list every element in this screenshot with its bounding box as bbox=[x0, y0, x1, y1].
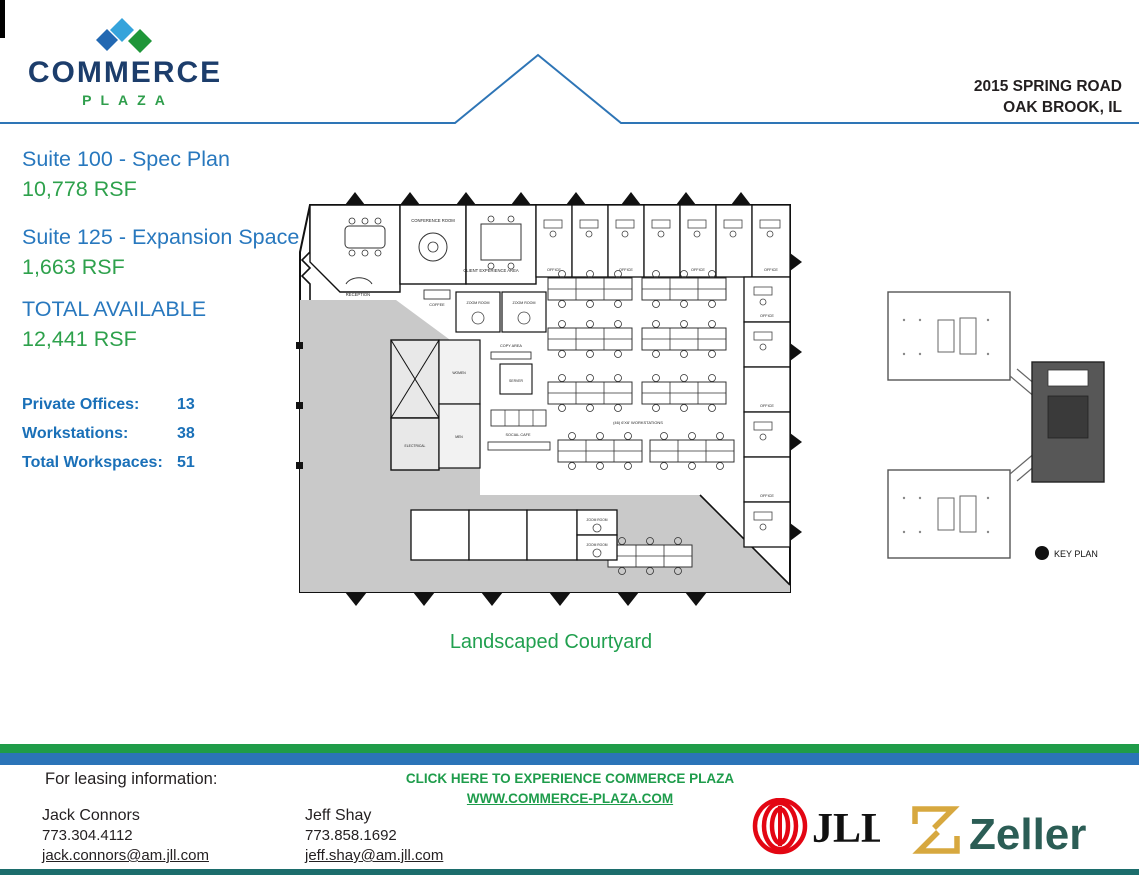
stat-value: 13 bbox=[177, 396, 195, 413]
room-label-women: WOMEN bbox=[452, 371, 466, 375]
total-available-title: TOTAL AVAILABLE bbox=[22, 297, 207, 321]
contact-name: Jack Connors bbox=[42, 807, 140, 824]
stat-private-offices: Private Offices: 13 bbox=[22, 396, 252, 414]
stat-value: 38 bbox=[177, 425, 195, 442]
cta-link[interactable]: CLICK HERE TO EXPERIENCE COMMERCE PLAZA bbox=[405, 771, 735, 786]
total-available-rsf: 12,441 RSF bbox=[22, 327, 137, 351]
contact-phone: 773.858.1692 bbox=[305, 827, 397, 844]
footer-blue-bar bbox=[0, 753, 1139, 765]
room-label-office: OFFICE bbox=[619, 268, 633, 272]
logo-subtitle: PLAZA bbox=[82, 92, 174, 108]
key-plan: KEY PLAN bbox=[887, 291, 1105, 560]
room-label-reception: RECEPTION bbox=[346, 292, 370, 297]
stat-workstations: Workstations: 38 bbox=[22, 425, 252, 443]
room-label-office: OFFICE bbox=[760, 494, 774, 498]
suite100-rsf: 10,778 RSF bbox=[22, 177, 137, 201]
zeller-logo: Zeller bbox=[912, 806, 1086, 859]
contact-email-link[interactable]: jack.connors@am.jll.com bbox=[42, 847, 209, 864]
contact-jack-connors: Jack Connors 773.304.4112 jack.connors@a… bbox=[42, 806, 209, 866]
website-link[interactable]: WWW.COMMERCE-PLAZA.COM bbox=[466, 791, 674, 806]
room-label-zoom: ZOOM ROOM bbox=[586, 543, 607, 547]
experience-cta: CLICK HERE TO EXPERIENCE COMMERCE PLAZA … bbox=[360, 769, 780, 809]
room-label-social-cafe: SOCIAL CAFE bbox=[506, 433, 531, 437]
floor-plan: CONFERENCE ROOM OFFICE OFFI bbox=[296, 192, 802, 606]
room-label-men: MEN bbox=[455, 435, 463, 439]
room-label-copy-area: COPY AREA bbox=[500, 344, 522, 348]
column-markers bbox=[296, 192, 802, 606]
room-label-zoom: ZOOM ROOM bbox=[586, 518, 607, 522]
contact-phone: 773.304.4112 bbox=[42, 827, 133, 844]
contact-name: Jeff Shay bbox=[305, 807, 372, 824]
zeller-z-icon bbox=[912, 806, 960, 854]
suite125-rsf: 1,663 RSF bbox=[22, 255, 125, 279]
room-label-office: OFFICE bbox=[691, 268, 705, 272]
room-label-office: OFFICE bbox=[760, 314, 774, 318]
contact-email-link[interactable]: jeff.shay@am.jll.com bbox=[305, 847, 444, 864]
stat-total-workspaces: Total Workspaces: 51 bbox=[22, 454, 252, 472]
room-label-office: OFFICE bbox=[547, 268, 561, 272]
room-label-office: OFFICE bbox=[760, 404, 774, 408]
suite125-title: Suite 125 - Expansion Space bbox=[22, 225, 300, 249]
contact-jeff-shay: Jeff Shay 773.858.1692 jeff.shay@am.jll.… bbox=[305, 806, 443, 866]
workstations-count-label: (46) 6'X6' WORKSTATIONS bbox=[613, 420, 663, 425]
room-label-server: SERVER bbox=[509, 379, 523, 383]
bottom-teal-bar bbox=[0, 869, 1139, 875]
courtyard-caption: Landscaped Courtyard bbox=[449, 631, 653, 653]
key-plan-label: KEY PLAN bbox=[1054, 549, 1098, 559]
leasing-heading: For leasing information: bbox=[45, 770, 218, 788]
commerce-plaza-diamonds-icon bbox=[96, 18, 152, 53]
room-label-electrical: ELECTRICAL bbox=[405, 444, 426, 448]
room-label-zoom: ZOOM ROOM bbox=[467, 301, 490, 305]
stat-label: Workstations: bbox=[22, 425, 129, 442]
stat-label: Total Workspaces: bbox=[22, 454, 163, 471]
footer-green-bar bbox=[0, 744, 1139, 753]
room-label-client-experience: CLIENT EXPERIENCE AREA bbox=[463, 268, 519, 273]
jll-logo: JLL bbox=[752, 798, 880, 855]
room-label-zoom: ZOOM ROOM bbox=[513, 301, 536, 305]
property-address: 2015 SPRING ROAD OAK BROOK, IL bbox=[974, 76, 1122, 118]
scan-artifact bbox=[0, 0, 5, 38]
zeller-wordmark: Zeller bbox=[969, 810, 1086, 859]
room-label-conference: CONFERENCE ROOM bbox=[411, 218, 455, 223]
stat-value: 51 bbox=[177, 454, 195, 471]
suite100-title: Suite 100 - Spec Plan bbox=[22, 147, 230, 171]
key-plan-dot bbox=[1035, 546, 1049, 560]
logo-wordmark: COMMERCE bbox=[27, 56, 223, 89]
jll-wordmark: JLL bbox=[812, 806, 880, 852]
room-label-coffee: COFFEE bbox=[429, 303, 445, 307]
room-label-office: OFFICE bbox=[764, 268, 778, 272]
address-line1: 2015 SPRING ROAD bbox=[973, 78, 1122, 95]
address-line2: OAK BROOK, IL bbox=[1003, 99, 1122, 116]
header-divider-peak bbox=[0, 53, 1139, 124]
stat-label: Private Offices: bbox=[22, 396, 140, 413]
